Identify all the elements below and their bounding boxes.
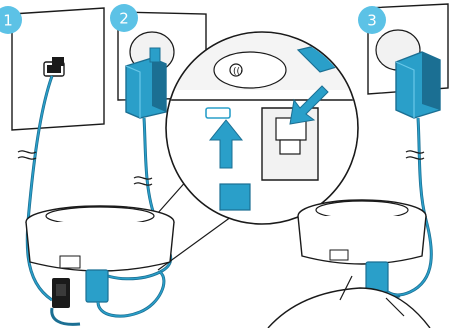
wall-socket-panel-3 bbox=[367, 3, 449, 297]
arrow-icon bbox=[208, 85, 329, 169]
phone-jack-icon bbox=[43, 57, 65, 77]
step-number-2: 2 bbox=[119, 10, 129, 28]
signal-icon: ((· bbox=[233, 67, 243, 77]
power-plug bbox=[85, 269, 109, 303]
step-number-3: 3 bbox=[367, 12, 377, 30]
base-station-icon bbox=[297, 199, 427, 300]
step-badge-1: 1 bbox=[0, 6, 22, 34]
wall-phone-jack-panel bbox=[11, 7, 105, 302]
power-plug bbox=[365, 261, 389, 293]
power-adapter-icon bbox=[125, 47, 167, 119]
step-number-1: 1 bbox=[3, 12, 13, 30]
step-badge-3: 3 bbox=[358, 6, 386, 34]
step-badge-2: 2 bbox=[110, 4, 138, 32]
power-adapter-icon bbox=[395, 51, 441, 119]
zoom-detail-circle-partial bbox=[267, 275, 431, 328]
base-station-icon bbox=[25, 205, 175, 326]
